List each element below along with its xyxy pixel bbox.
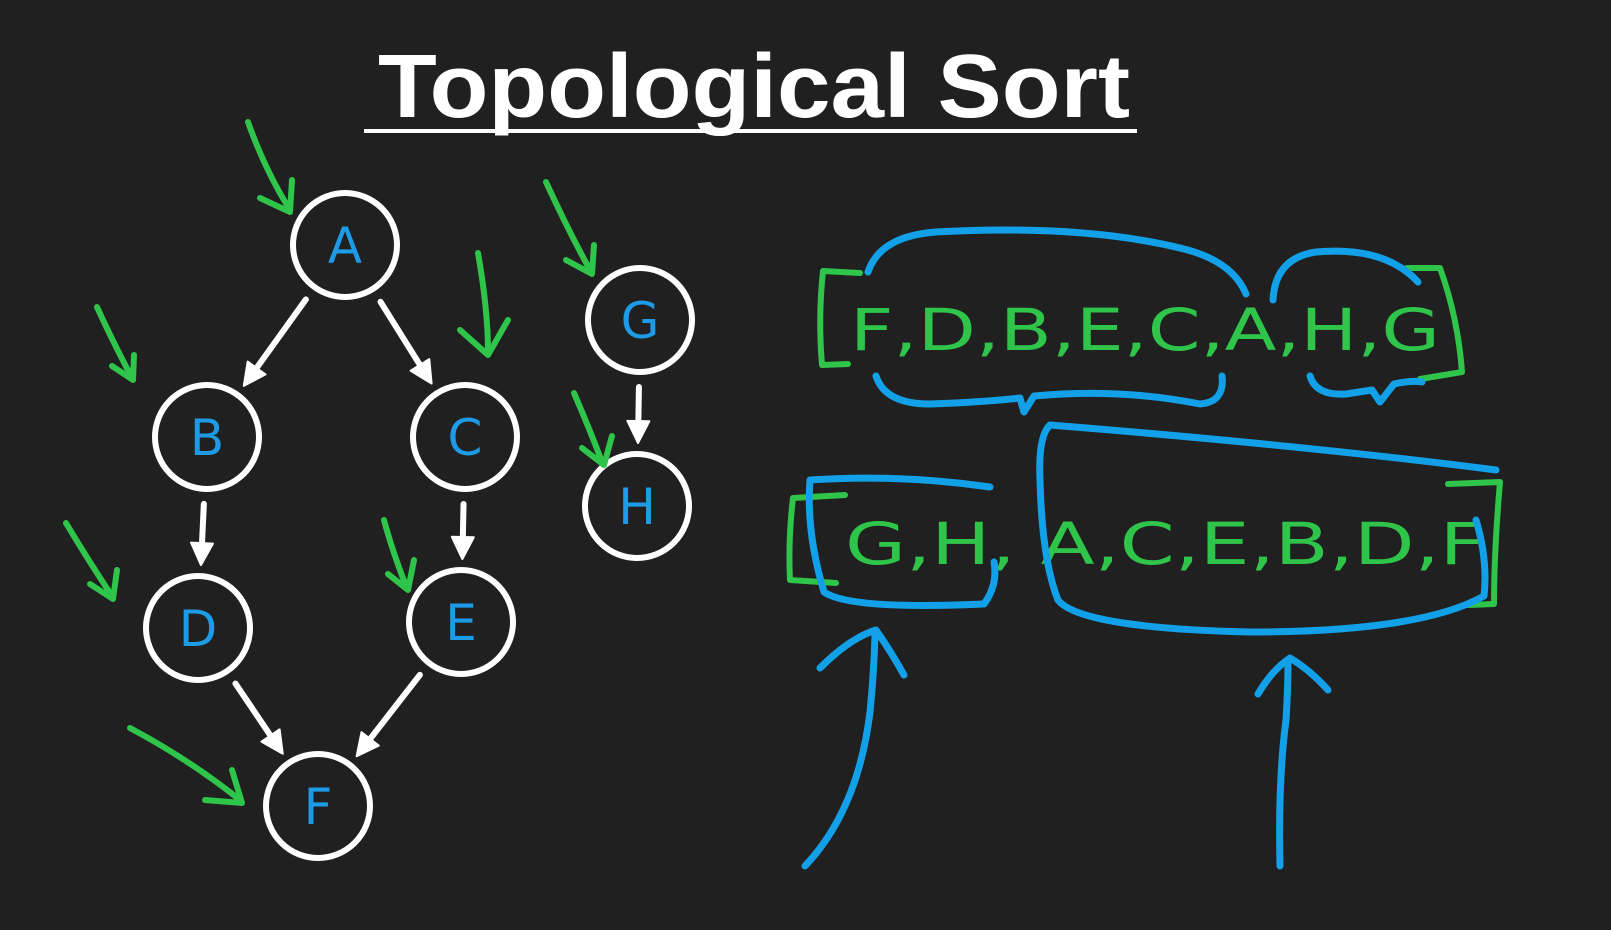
visited-markers <box>63 119 615 806</box>
page-title: Topological Sort <box>378 37 1130 137</box>
visited-marker-E <box>381 517 417 593</box>
node-G: G <box>585 265 695 375</box>
arrow-to-group-2 <box>1276 658 1292 870</box>
node-label: H <box>618 478 656 536</box>
arrowhead-to-group-1 <box>816 626 908 679</box>
graph-nodes: A B C D E F G H <box>143 190 695 861</box>
right-bracket <box>1445 479 1503 608</box>
brace-group-1-top <box>864 226 1250 298</box>
node-label: A <box>328 217 362 275</box>
edge-B-D <box>190 500 214 567</box>
node-label: G <box>621 292 660 350</box>
arrowhead-to-group-2 <box>1254 654 1332 698</box>
node-label: D <box>179 600 218 658</box>
post-order-sequence: F,D,B,E,C,A,H,G <box>850 296 1440 364</box>
edge-C-E <box>450 500 475 561</box>
node-C: C <box>410 382 520 492</box>
topological-order-sequence: G,H, A,C,E,B,D,F <box>845 510 1485 578</box>
topological-order-list: G,H, A,C,E,B,D,F <box>786 421 1503 870</box>
node-A: A <box>290 190 400 300</box>
group-box-1 <box>805 474 999 609</box>
node-E: E <box>406 567 516 677</box>
right-bracket <box>1404 265 1465 382</box>
edge-A-B <box>242 296 309 387</box>
node-label: F <box>304 778 333 836</box>
group-box-2 <box>1036 421 1500 636</box>
left-bracket <box>786 492 848 586</box>
visited-marker-B <box>94 304 137 383</box>
visited-marker-D <box>63 520 120 602</box>
left-bracket <box>817 268 863 368</box>
edge-G-H <box>626 383 651 445</box>
visited-marker-H <box>571 390 615 468</box>
node-D: D <box>143 573 253 683</box>
node-label: C <box>448 409 483 467</box>
brace-group-1-bottom <box>872 372 1226 416</box>
node-F: F <box>263 751 373 861</box>
node-label: E <box>445 594 477 652</box>
graph-edges <box>190 296 651 758</box>
visited-marker-A <box>245 119 295 215</box>
edge-D-F <box>232 680 284 755</box>
edge-E-F <box>355 671 423 758</box>
brace-group-2-bottom <box>1306 372 1426 406</box>
visited-marker-C <box>457 250 511 358</box>
visited-marker-F <box>127 725 245 806</box>
edge-A-C <box>377 298 433 385</box>
node-label: B <box>190 409 224 467</box>
arrow-to-group-1 <box>801 630 879 870</box>
visited-marker-G <box>543 179 597 277</box>
brace-group-2-top <box>1269 247 1422 304</box>
node-H: H <box>582 451 692 561</box>
post-order-list: F,D,B,E,C,A,H,G <box>817 226 1465 416</box>
node-B: B <box>152 382 262 492</box>
title: Topological Sort <box>364 37 1137 137</box>
